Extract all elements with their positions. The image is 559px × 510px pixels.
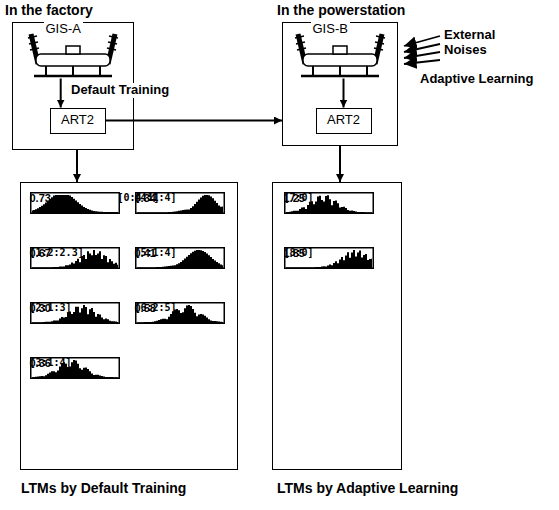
process-box: ART2 <box>316 108 372 134</box>
flow-arrow <box>343 79 345 108</box>
ltm-chart: [7:0]1.25 <box>284 192 374 214</box>
noise-label: External Noises <box>442 28 530 58</box>
process-box: ART2 <box>50 108 106 134</box>
value-label: 0.36 <box>30 357 51 370</box>
chart-frame <box>135 247 224 268</box>
panel-caption: LTMs by Default Training <box>21 480 186 496</box>
gis-illustration <box>295 34 385 76</box>
noise-arrow <box>404 52 440 58</box>
unit-label: GIS-B <box>311 22 350 37</box>
chart-frame <box>284 247 373 268</box>
value-label: 0.73 <box>30 192 51 205</box>
chart-frame <box>30 192 119 213</box>
box-label: ART2 <box>57 113 98 128</box>
chart-frame <box>30 302 119 323</box>
flow-arrow <box>60 79 62 108</box>
value-label: 0.34 <box>135 192 156 205</box>
frame-heading: In the factory <box>5 2 93 18</box>
flow-arrow <box>106 120 283 122</box>
ltm-chart: [5:1:4]0.41 <box>135 247 225 269</box>
chart-frame <box>30 357 119 378</box>
ltm-panel: [0:4:1]0.73 [1:2:2.3]0.67 [2:1:3]0.30 [3:1:… <box>20 182 238 470</box>
chart-frame <box>135 192 224 213</box>
unit-label: GIS-A <box>44 22 83 37</box>
chart-frame <box>135 302 224 323</box>
panel-caption: LTMs by Adaptive Learning <box>277 480 458 496</box>
ltm-chart: [8:0]1.85 <box>284 247 374 269</box>
ltm-chart: [1:2:2.3]0.67 <box>30 247 120 269</box>
gis-unit: GIS-A <box>28 22 118 79</box>
value-label: 0.67 <box>30 247 51 260</box>
value-label: 0.30 <box>30 302 51 315</box>
value-label: 1.85 <box>284 247 305 260</box>
flow-arrow <box>76 150 78 182</box>
chart-frame <box>30 247 119 268</box>
noise-arrow <box>404 44 440 52</box>
chart-frame <box>284 192 373 213</box>
gis-unit: GIS-B <box>295 22 385 79</box>
ltm-chart: [4:1:4]0.34 <box>135 192 225 214</box>
value-label: 1.25 <box>284 192 305 205</box>
gis-illustration <box>28 34 118 76</box>
ltm-panel: [7:0]1.25[8:0]1.85LTMs by Adaptive Learn… <box>272 182 402 470</box>
frame-heading: In the powerstation <box>277 2 405 18</box>
ltm-chart: [0:4:1]0.73 <box>30 192 120 214</box>
ltm-chart: [2:1:3]0.30 <box>30 302 120 324</box>
flow-arrow <box>339 146 341 182</box>
learning-label: Adaptive Learning <box>418 72 558 87</box>
edge-label: Default Training <box>69 83 171 98</box>
noise-arrow <box>404 60 440 64</box>
ltm-chart: [6:2:5]0.58 <box>135 302 225 324</box>
site-frame: GIS-BART2In the powerstation <box>282 22 398 146</box>
value-label: 0.41 <box>135 247 156 260</box>
noise-arrows <box>404 36 440 64</box>
box-label: ART2 <box>323 113 364 128</box>
value-label: 0.58 <box>135 302 156 315</box>
ltm-chart: [3:1:4]0.36 <box>30 357 120 379</box>
